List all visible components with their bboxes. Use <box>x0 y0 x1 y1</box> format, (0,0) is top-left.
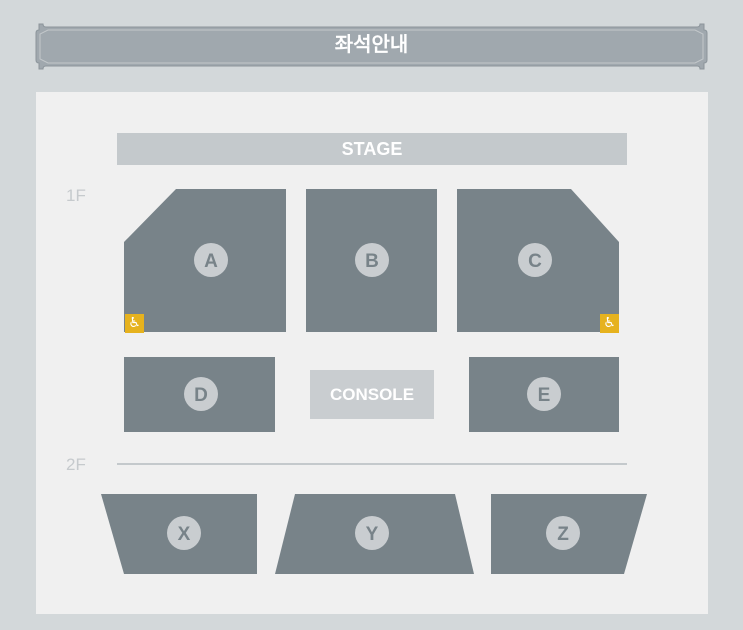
section-y[interactable]: Y <box>275 494 474 574</box>
title-banner <box>35 23 708 70</box>
stage: STAGE <box>117 133 627 165</box>
section-x[interactable]: X <box>101 494 257 574</box>
section-d-badge <box>184 377 218 411</box>
section-x-badge <box>167 516 201 550</box>
section-z[interactable]: Z <box>491 494 647 574</box>
section-z-label: Z <box>557 524 569 545</box>
section-e-badge <box>527 377 561 411</box>
floor-label-2f: 2F <box>66 455 86 474</box>
wheelchair-icon: ♿ <box>600 314 619 333</box>
floor-divider <box>117 463 627 465</box>
section-a[interactable]: A <box>124 189 286 332</box>
page-title: 좌석안내 <box>334 32 409 56</box>
section-d[interactable]: D <box>124 357 275 432</box>
section-b[interactable]: B <box>306 189 437 332</box>
section-x-label: X <box>178 524 191 545</box>
section-b-label: B <box>365 251 379 272</box>
section-d-label: D <box>194 385 208 406</box>
section-b-badge <box>355 243 389 277</box>
floor-label-1f: 1F <box>66 186 86 205</box>
section-c-badge <box>518 243 552 277</box>
section-z-badge <box>546 516 580 550</box>
section-y-badge <box>355 516 389 550</box>
section-y-label: Y <box>366 524 379 545</box>
section-e[interactable]: E <box>469 357 619 432</box>
section-a-badge <box>194 243 228 277</box>
section-e-label: E <box>538 385 551 406</box>
wheelchair-icon: ♿ <box>125 314 144 333</box>
section-c-label: C <box>528 251 542 272</box>
console-area: CONSOLE <box>310 370 434 419</box>
section-a-label: A <box>204 251 218 272</box>
section-c[interactable]: C <box>457 189 619 332</box>
